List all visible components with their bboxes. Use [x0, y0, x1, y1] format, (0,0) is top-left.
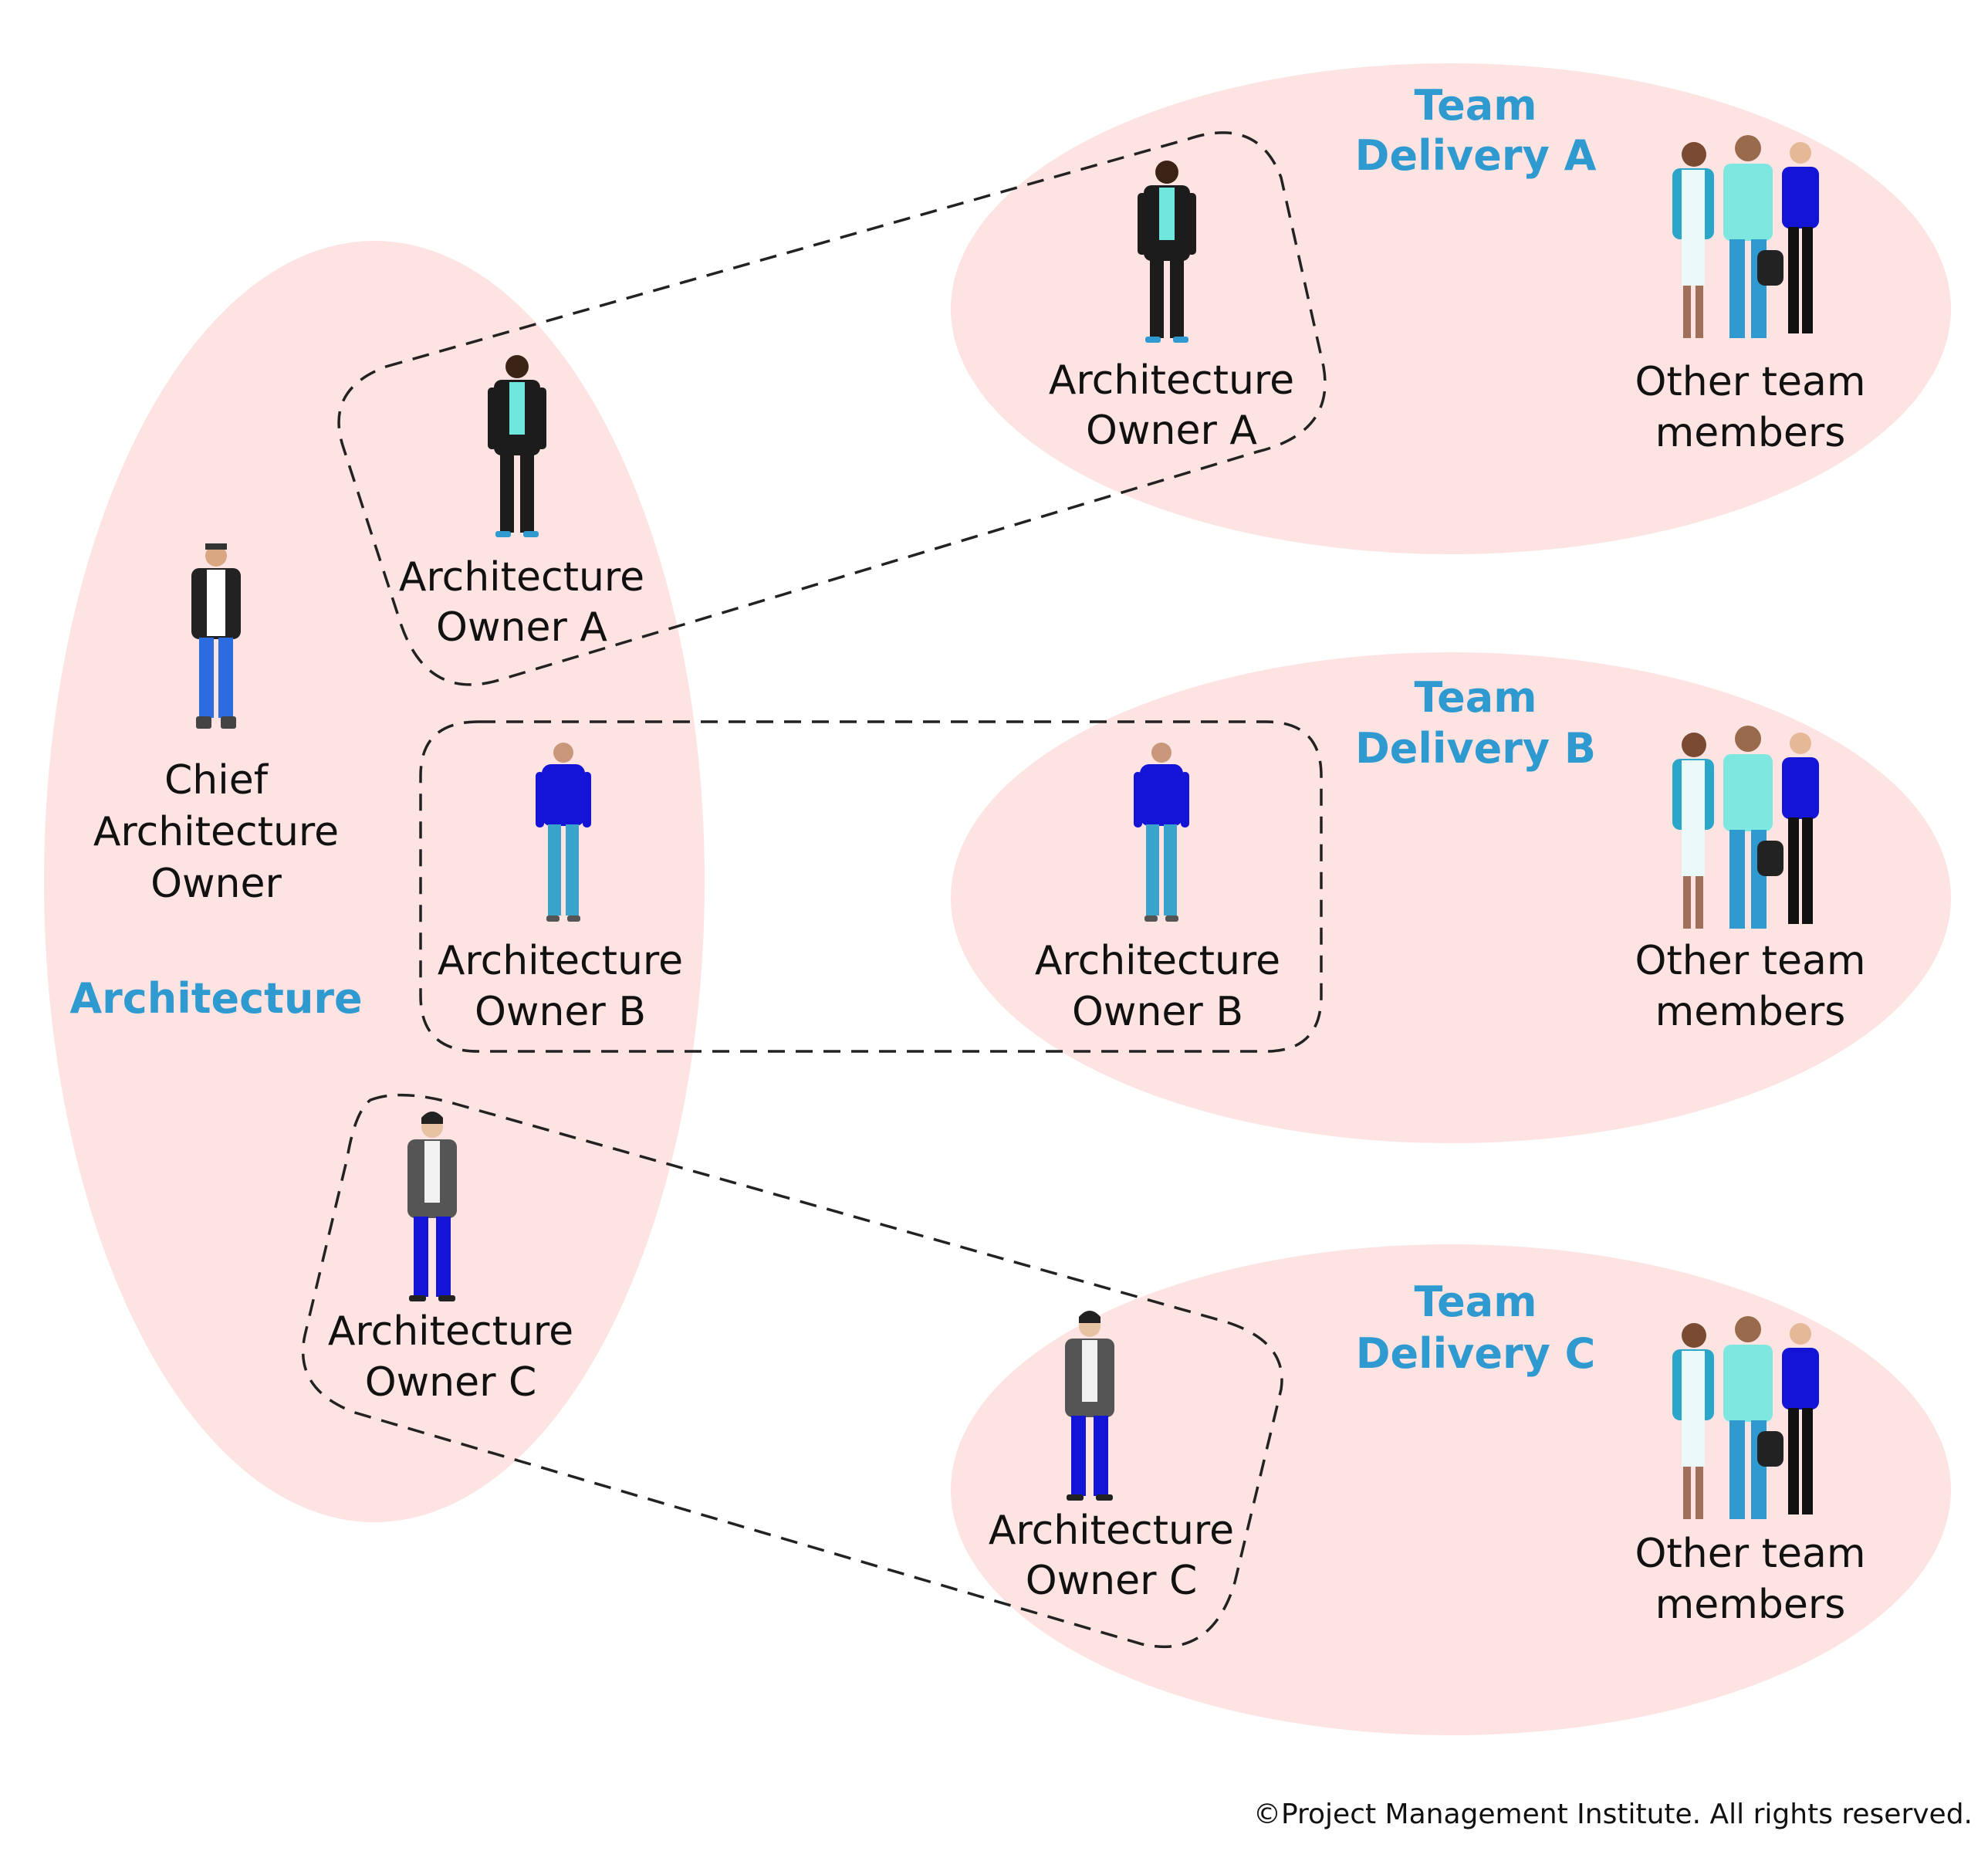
team-c-others-line1: Other team [1635, 1531, 1865, 1577]
team-c-title-line1: Team [1415, 1278, 1537, 1326]
connector-owner-a [337, 131, 1327, 686]
team-c-title-line2: Delivery C [1356, 1329, 1596, 1378]
dashed-connectors [301, 131, 1327, 1649]
team-c-owner-line2: Owner C [1026, 1558, 1198, 1604]
team-b-owner-line1: Architecture [1035, 938, 1280, 984]
team-b-owner-line2: Owner B [1072, 989, 1243, 1035]
team-b-title-line1: Team [1415, 673, 1537, 722]
team-c-owner-line1: Architecture [989, 1508, 1234, 1554]
arch-owner-b-line2: Owner B [475, 989, 646, 1035]
connector-owner-b [419, 720, 1323, 1053]
chief-label-line3: Owner [150, 861, 282, 907]
arch-owner-b-line1: Architecture [438, 938, 683, 984]
arch-owner-c-line2: Owner C [365, 1359, 537, 1406]
team-b-others-line1: Other team [1635, 938, 1865, 984]
arch-owner-c-line1: Architecture [328, 1308, 573, 1355]
arch-owner-a-line2: Owner A [436, 604, 607, 651]
team-a-others-line2: members [1655, 410, 1846, 456]
chief-label-line1: Chief [164, 757, 269, 804]
team-a-owner-line2: Owner A [1086, 408, 1257, 454]
chief-label-line2: Architecture [93, 809, 339, 855]
architecture-title: Architecture [69, 974, 362, 1023]
team-b-title-line2: Delivery B [1355, 724, 1596, 773]
team-a-title-line2: Delivery A [1355, 131, 1597, 180]
team-a-owner-line1: Architecture [1049, 357, 1294, 404]
team-a-title-line1: Team [1415, 81, 1537, 130]
team-b-others-line2: members [1655, 989, 1846, 1035]
connector-owner-c [301, 1093, 1283, 1649]
arch-owner-a-line1: Architecture [399, 554, 644, 601]
team-a-others-line1: Other team [1635, 359, 1865, 405]
copyright-notice: ©Project Management Institute. All right… [1253, 1799, 1973, 1830]
team-c-others-line2: members [1655, 1582, 1846, 1628]
